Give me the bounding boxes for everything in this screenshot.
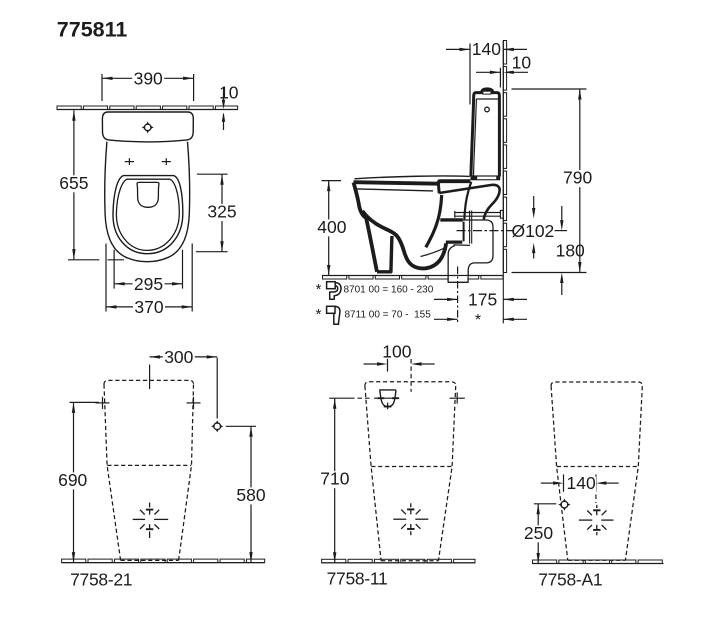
- svg-text:10: 10: [219, 83, 239, 103]
- svg-text:8701 00 = 160 - 230: 8701 00 = 160 - 230: [344, 285, 434, 296]
- svg-text:180: 180: [556, 241, 585, 261]
- svg-text:580: 580: [236, 485, 265, 505]
- svg-text:100: 100: [382, 341, 411, 361]
- svg-text:295: 295: [134, 274, 163, 294]
- svg-text:*: *: [316, 306, 322, 323]
- svg-text:7758-11: 7758-11: [327, 569, 388, 589]
- svg-text:175: 175: [468, 289, 497, 309]
- svg-text:7758-A1: 7758-A1: [538, 570, 602, 590]
- svg-text:300: 300: [164, 347, 193, 367]
- svg-text:*: *: [316, 281, 322, 298]
- svg-text:775811: 775811: [57, 18, 128, 42]
- svg-text:8711 00 = 70 - 155: 8711 00 = 70 - 155: [345, 310, 432, 321]
- svg-text:325: 325: [207, 202, 236, 222]
- svg-text:655: 655: [59, 173, 88, 193]
- svg-text:140: 140: [472, 39, 501, 59]
- svg-text:*: *: [475, 312, 481, 329]
- svg-text:400: 400: [317, 217, 346, 237]
- svg-text:7758-21: 7758-21: [70, 569, 132, 589]
- svg-text:140: 140: [566, 473, 595, 493]
- svg-text:10: 10: [512, 52, 532, 72]
- svg-text:370: 370: [134, 297, 163, 317]
- svg-text:710: 710: [320, 469, 349, 489]
- svg-text:250: 250: [524, 523, 553, 543]
- svg-text:390: 390: [134, 69, 163, 89]
- svg-text:790: 790: [563, 168, 592, 188]
- svg-text:Ø102: Ø102: [511, 221, 554, 241]
- svg-text:690: 690: [58, 470, 87, 490]
